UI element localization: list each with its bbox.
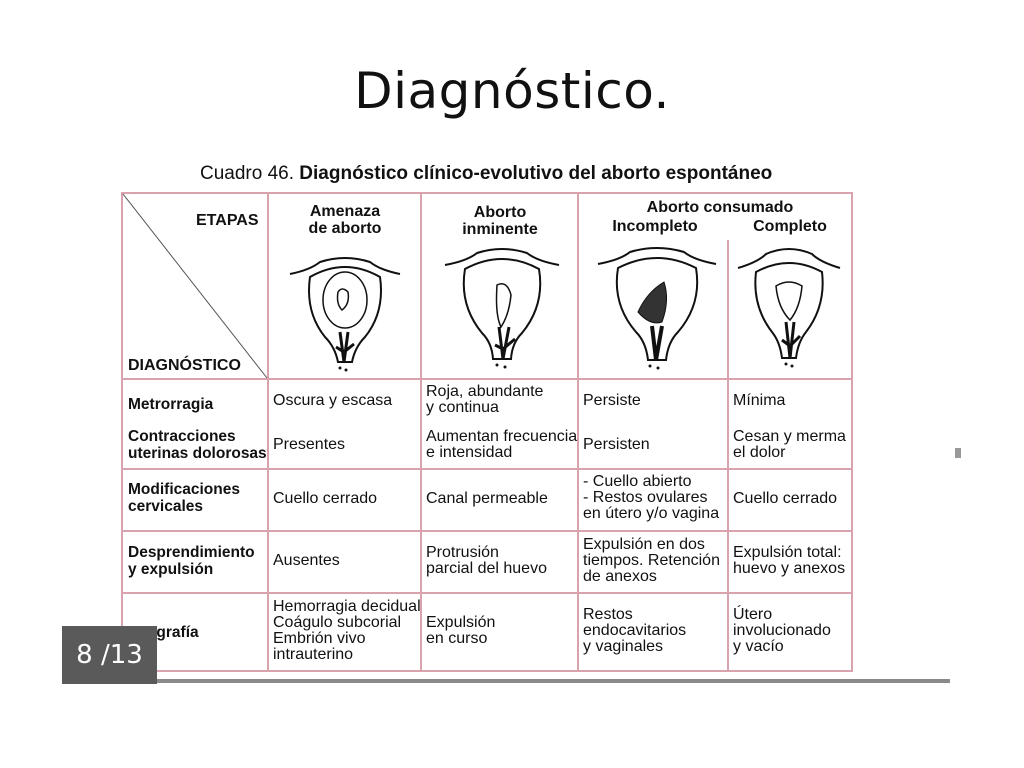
table-divider [727, 240, 729, 672]
row-label-desprendimiento: Desprendimiento y expulsión [128, 544, 255, 578]
table-divider [121, 530, 853, 532]
uterus-incompleto-illustration [597, 247, 717, 370]
cell-ecografia-inminente: Expulsión en curso [426, 614, 496, 647]
table-caption: Cuadro 46. Diagnóstico clínico-evolutivo… [200, 163, 772, 185]
header-diagonal [122, 193, 268, 379]
cell-desprendimiento-amenaza: Ausentes [273, 552, 340, 569]
slide-title: Diagnóstico. [354, 62, 670, 120]
cell-contracciones-incompleto: Persisten [583, 436, 650, 453]
header-amenaza: Amenaza de aborto [308, 203, 382, 237]
table-divider [267, 192, 269, 672]
table-divider [121, 378, 853, 380]
header-diagnostico: DIAGNÓSTICO [128, 357, 241, 374]
uterus-inminente-illustration [444, 248, 560, 369]
cell-desprendimiento-incompleto: Expulsión en dos tiempos. Retención de a… [583, 536, 720, 585]
table-divider [420, 192, 422, 672]
row-label-metrorragia: Metrorragia [128, 396, 214, 413]
header-inminente: Aborto inminente [462, 204, 538, 238]
header-completo: Completo [753, 218, 827, 235]
cell-ecografia-incompleto: Restos endocavitarios y vaginales [583, 606, 687, 655]
uterus-completo-illustration [737, 248, 841, 368]
cell-contracciones-inminente: Aumentan frecuencia e intensidad [426, 428, 578, 461]
cell-metrorragia-inminente: Roja, abundante y continua [426, 383, 544, 416]
cell-metrorragia-completo: Mínima [733, 392, 786, 409]
cell-metrorragia-incompleto: Persiste [583, 392, 641, 409]
slide-page-counter[interactable]: 8 /13 [62, 626, 157, 684]
caption-number: Cuadro 46. [200, 163, 295, 184]
header-incompleto: Incompleto [612, 218, 698, 235]
cell-desprendimiento-completo: Expulsión total: huevo y anexos [733, 544, 846, 577]
current-page: 8 [76, 640, 93, 670]
cell-metrorragia-amenaza: Oscura y escasa [273, 392, 393, 409]
total-pages: /13 [100, 640, 143, 670]
cell-desprendimiento-inminente: Protrusión parcial del huevo [426, 544, 547, 577]
header-consumado: Aborto consumado [646, 199, 794, 216]
table-divider [121, 468, 853, 470]
scroll-indicator[interactable] [955, 448, 961, 458]
slide-progress-bar[interactable] [62, 679, 950, 683]
caption-title: Diagnóstico clínico-evolutivo del aborto… [299, 163, 773, 184]
row-label-modificaciones: Modificaciones cervicales [128, 481, 240, 515]
uterus-amenaza-illustration [289, 257, 401, 372]
cell-contracciones-completo: Cesan y merma el dolor [733, 428, 846, 461]
cell-ecografia-amenaza: Hemorragia decidual Coágulo subcorial Em… [273, 598, 421, 663]
cell-modificaciones-amenaza: Cuello cerrado [273, 490, 378, 507]
table-divider [121, 592, 853, 594]
cell-modificaciones-completo: Cuello cerrado [733, 490, 838, 507]
header-etapas: ETAPAS [196, 212, 259, 229]
cell-modificaciones-incompleto: - Cuello abierto - Restos ovulares en út… [583, 473, 720, 522]
row-label-contracciones: Contracciones uterinas dolorosas [128, 428, 267, 462]
cell-ecografia-completo: Útero involucionado y vacío [733, 606, 831, 655]
table-divider [577, 192, 579, 672]
cell-modificaciones-inminente: Canal permeable [426, 490, 548, 507]
cell-contracciones-amenaza: Presentes [273, 436, 346, 453]
diagnosis-table [121, 192, 853, 672]
